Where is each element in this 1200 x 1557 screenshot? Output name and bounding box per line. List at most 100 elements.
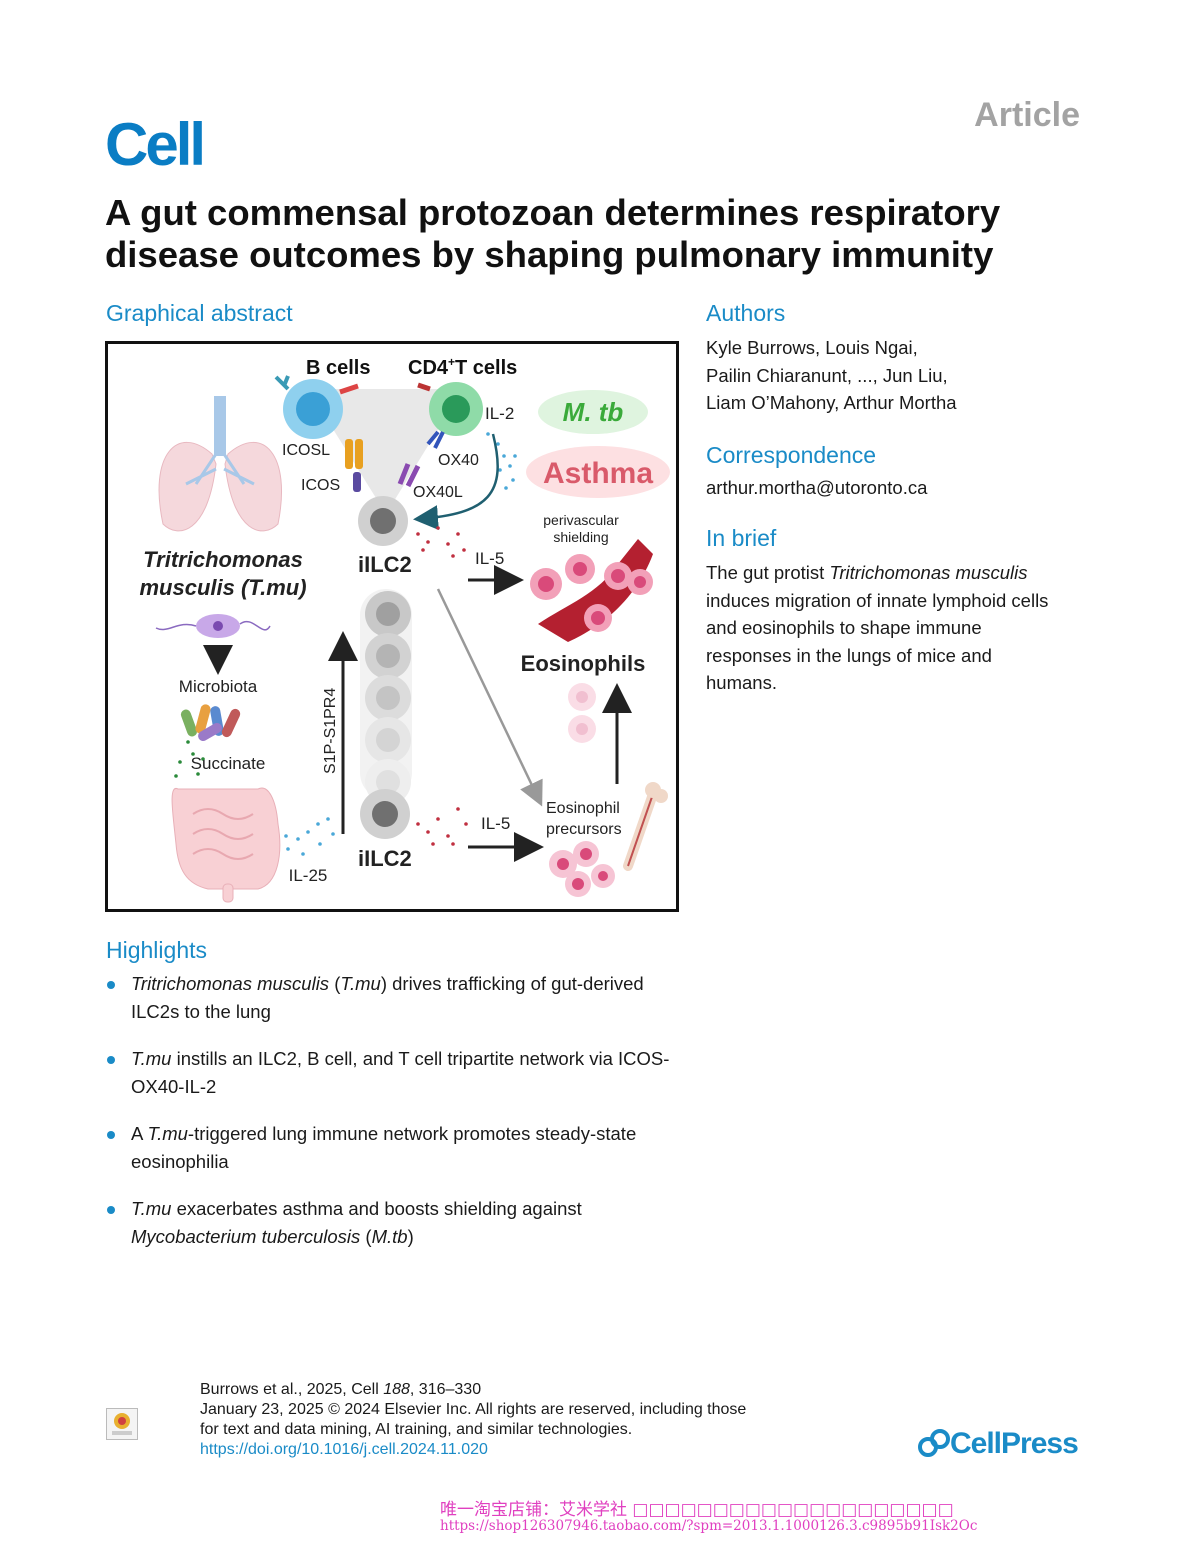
ilc2-top-label: iILC2	[358, 552, 412, 577]
in-brief-text: The gut protist Tritrichomonas musculis …	[706, 559, 1061, 697]
blood-vessel-icon	[530, 539, 653, 642]
in-brief-text-italic: Tritrichomonas musculis	[829, 562, 1028, 583]
h4-i1: T.mu	[131, 1198, 172, 1219]
icosl-label: ICOSL	[282, 442, 330, 459]
highlight-item: Tritrichomonas musculis (T.mu) drives tr…	[106, 970, 681, 1025]
h4-t2: (	[360, 1225, 372, 1247]
h2-i1: T.mu	[131, 1048, 172, 1069]
graphical-abstract: B cells CD4+T cells IL-2 M. tb Asthma IC…	[105, 341, 679, 912]
il2-dots	[486, 432, 517, 490]
cd4-superscript: +	[448, 355, 455, 369]
in-brief-text-post: induces migration of innate lymphoid cel…	[706, 589, 1049, 694]
tmu-label-line2: musculis (T.mu)	[139, 575, 306, 600]
highlight-item: T.mu instills an ILC2, B cell, and T cel…	[106, 1045, 681, 1100]
check-for-updates-icon[interactable]	[106, 1408, 138, 1440]
cellpress-text: CellPress	[950, 1427, 1079, 1460]
icos-label: ICOS	[301, 477, 340, 494]
asthma-label: Asthma	[543, 457, 653, 490]
bacteria-icon	[180, 704, 241, 741]
eosinophils-label: Eosinophils	[521, 651, 646, 676]
h3-i1: T.mu	[147, 1123, 188, 1144]
citation-pre: Burrows et al., 2025, Cell	[200, 1381, 384, 1398]
cellpress-icon	[918, 1429, 950, 1457]
network-triangle	[308, 389, 463, 514]
mtb-badge	[538, 390, 648, 434]
eos-precursors-line1: Eosinophil	[546, 800, 620, 817]
tmu-label-line1: Tritrichomonas	[143, 547, 303, 572]
h4-i2: Mycobacterium tuberculosis	[131, 1225, 361, 1247]
eosinophil-precursors-icon	[549, 841, 615, 897]
il5-dots-bottom	[416, 807, 468, 846]
perivascular-label-line1: perivascular	[543, 512, 619, 528]
il5-bottom-label: IL-5	[481, 814, 510, 833]
h1-i2: T.mu	[340, 973, 381, 994]
succinate-label: Succinate	[191, 754, 266, 773]
citation-line2: January 23, 2025 © 2024 Elsevier Inc. Al…	[200, 1401, 747, 1418]
b-cells-label: B cells	[306, 357, 370, 379]
authors-line2: Pailin Chiaranunt, ..., Jun Liu,	[706, 364, 948, 386]
migrating-ilc2-column	[360, 589, 412, 805]
cd4-suffix: T cells	[455, 357, 517, 379]
citation-block: Burrows et al., 2025, Cell 188, 316–330 …	[200, 1380, 746, 1460]
cd4-prefix: CD4	[408, 357, 449, 379]
article-title-line1: A gut commensal protozoan determines res…	[105, 192, 1001, 233]
h2-t1: instills an ILC2, B cell, and T cell tri…	[131, 1048, 670, 1097]
ox40-label: OX40	[438, 452, 479, 469]
authors-heading: Authors	[706, 300, 786, 326]
mtb-label: M. tb	[563, 397, 624, 427]
h1-t2: ) drives trafficking of gut-derived ILC2…	[131, 973, 644, 1022]
highlight-item: T.mu exacerbates asthma and boosts shiel…	[106, 1195, 681, 1250]
citation-line1: Burrows et al., 2025, Cell 188, 316–330	[200, 1380, 746, 1400]
lungs-icon	[158, 396, 282, 532]
ilc2-bottom-label: iILC2	[358, 846, 412, 871]
h3-t1: -triggered lung immune network promotes …	[131, 1123, 637, 1172]
il5-top-label: IL-5	[475, 549, 504, 568]
il2-arrow	[413, 433, 499, 531]
il2-label: IL-2	[485, 404, 514, 423]
ilc2-to-precursor-arrow	[436, 588, 543, 807]
ilc2-top-icon	[358, 496, 408, 546]
citation-volume: 188	[383, 1381, 410, 1398]
article-title-line2: disease outcomes by shaping pulmonary im…	[105, 234, 994, 275]
h3-t0: A	[131, 1123, 148, 1144]
correspondence-email[interactable]: arthur.mortha@utoronto.ca	[706, 477, 928, 498]
article-title: A gut commensal protozoan determines res…	[105, 192, 1105, 276]
b-cell-icon	[274, 375, 359, 439]
t-cell-icon	[417, 382, 483, 449]
intestine-icon	[171, 787, 281, 903]
il25-label: IL-25	[289, 866, 328, 885]
h1-i1: Tritrichomonas musculis	[131, 973, 330, 994]
authors-line3: Liam O’Mahony, Arthur Mortha	[706, 392, 957, 413]
h1-t1: (	[329, 973, 341, 994]
h4-t1: exacerbates asthma and boosts shielding …	[171, 1198, 582, 1219]
correspondence-heading: Correspondence	[706, 442, 877, 468]
graphical-abstract-figure: B cells CD4+T cells IL-2 M. tb Asthma IC…	[139, 355, 670, 903]
watermark-line2[interactable]: https://shop126307946.taobao.com/?spm=20…	[440, 1518, 978, 1534]
perivascular-label-line2: shielding	[553, 529, 608, 545]
doi-link[interactable]: https://doi.org/10.1016/j.cell.2024.11.0…	[200, 1441, 488, 1458]
authors-list: Kyle Burrows, Louis Ngai, Pailin Chiaran…	[706, 334, 1096, 417]
in-brief-text-pre: The gut protist	[706, 562, 830, 583]
icos-receptor-icon	[345, 439, 421, 492]
il5-dots-top	[416, 526, 466, 558]
article-type-label: Article	[974, 96, 1080, 134]
h4-i3: M.tb	[371, 1225, 408, 1247]
watermark-line1: 唯一淘宝店铺：艾米学社 □□□□□□□□□□□□□□□□□□□□	[440, 1500, 954, 1520]
highlights-list: Tritrichomonas musculis (T.mu) drives tr…	[106, 970, 681, 1270]
protozoan-icon	[155, 614, 271, 638]
s1p-label: S1P-S1PR4	[322, 688, 339, 774]
citation-line3: for text and data mining, AI training, a…	[200, 1421, 633, 1438]
in-brief-heading: In brief	[706, 525, 777, 551]
microbiota-label: Microbiota	[179, 677, 258, 696]
il25-dots	[284, 817, 335, 856]
ilc2-bottom-icon	[360, 789, 410, 839]
migrating-eosinophils-icon	[568, 683, 596, 743]
asthma-badge	[526, 446, 670, 498]
highlight-item: A T.mu-triggered lung immune network pro…	[106, 1120, 681, 1175]
cellpress-logo: CellPress	[918, 1427, 1079, 1461]
bone-icon	[623, 782, 668, 871]
cd4-t-cells-label: CD4+T cells	[408, 355, 517, 379]
ox40l-label: OX40L	[413, 484, 463, 501]
eos-precursors-line2: precursors	[546, 821, 622, 838]
graphical-abstract-heading: Graphical abstract	[106, 300, 293, 326]
